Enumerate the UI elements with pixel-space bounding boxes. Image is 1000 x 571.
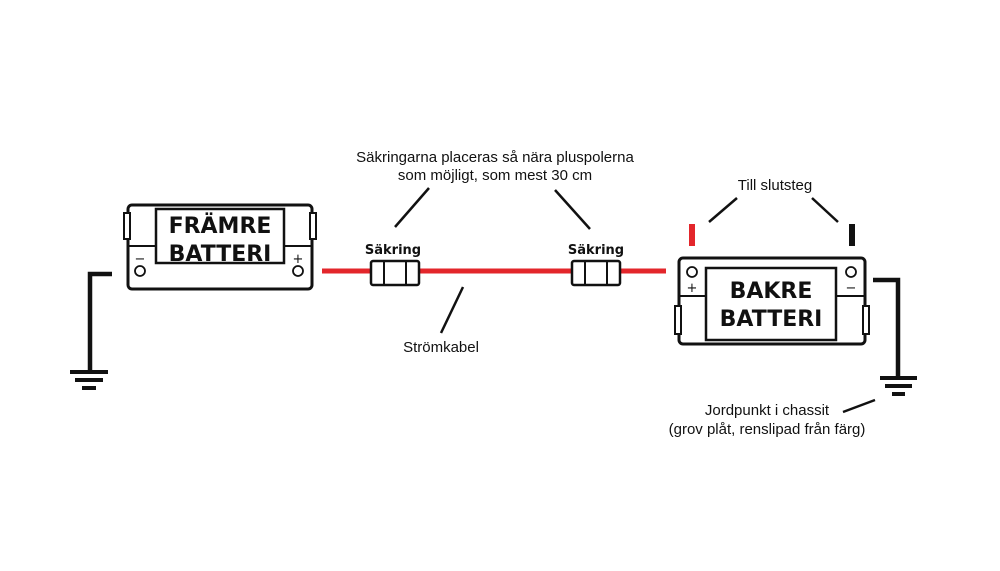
rear-plus-terminal bbox=[686, 266, 698, 278]
ground-label-line1: Jordpunkt i chassit bbox=[705, 402, 830, 419]
front-minus-terminal bbox=[134, 265, 146, 277]
fuse-note-leader-right bbox=[554, 189, 591, 230]
rear-battery-title-line2: BATTERI bbox=[720, 307, 823, 332]
ground-label-line2: (grov plåt, renslipad från färg) bbox=[669, 421, 866, 438]
amp-leader-right bbox=[811, 197, 839, 223]
ground-symbol-front bbox=[70, 370, 108, 374]
rear-minus-sign: − bbox=[846, 281, 857, 296]
fuse-left: Säkring bbox=[365, 243, 421, 287]
cable-leader bbox=[439, 286, 465, 334]
amp-wire-negative bbox=[849, 224, 855, 246]
front-battery-title-line2: BATTERI bbox=[169, 242, 272, 267]
front-plus-sign: + bbox=[293, 252, 304, 267]
front-minus-sign: − bbox=[135, 252, 146, 267]
front-battery-title-line1: FRÄMRE bbox=[169, 213, 272, 239]
fuse-right-label: Säkring bbox=[568, 243, 624, 258]
amp-wire-positive bbox=[689, 224, 695, 246]
fuse-right: Säkring bbox=[568, 243, 624, 287]
rear-plus-sign: + bbox=[687, 281, 698, 296]
fuse-note-leader-left bbox=[394, 187, 430, 228]
ground-symbol-rear bbox=[880, 376, 917, 380]
front-ground bbox=[70, 271, 112, 390]
ground-leader bbox=[842, 398, 876, 414]
cable-label: Strömkabel bbox=[403, 339, 479, 356]
front-battery: FRÄMRE BATTERI − + bbox=[123, 203, 317, 291]
rear-battery-title-line1: BAKRE bbox=[730, 279, 813, 304]
amp-label: Till slutsteg bbox=[738, 177, 812, 194]
rear-ground bbox=[873, 277, 917, 396]
amp-leader-left bbox=[708, 197, 738, 223]
front-plus-terminal bbox=[292, 265, 304, 277]
rear-minus-terminal bbox=[845, 266, 857, 278]
fuse-note-line2: som möjligt, som mest 30 cm bbox=[398, 167, 592, 184]
fuse-note-line1: Säkringarna placeras så nära pluspolerna bbox=[356, 149, 634, 166]
rear-battery: + − BAKRE BATTERI bbox=[674, 256, 870, 346]
fuse-left-label: Säkring bbox=[365, 243, 421, 258]
